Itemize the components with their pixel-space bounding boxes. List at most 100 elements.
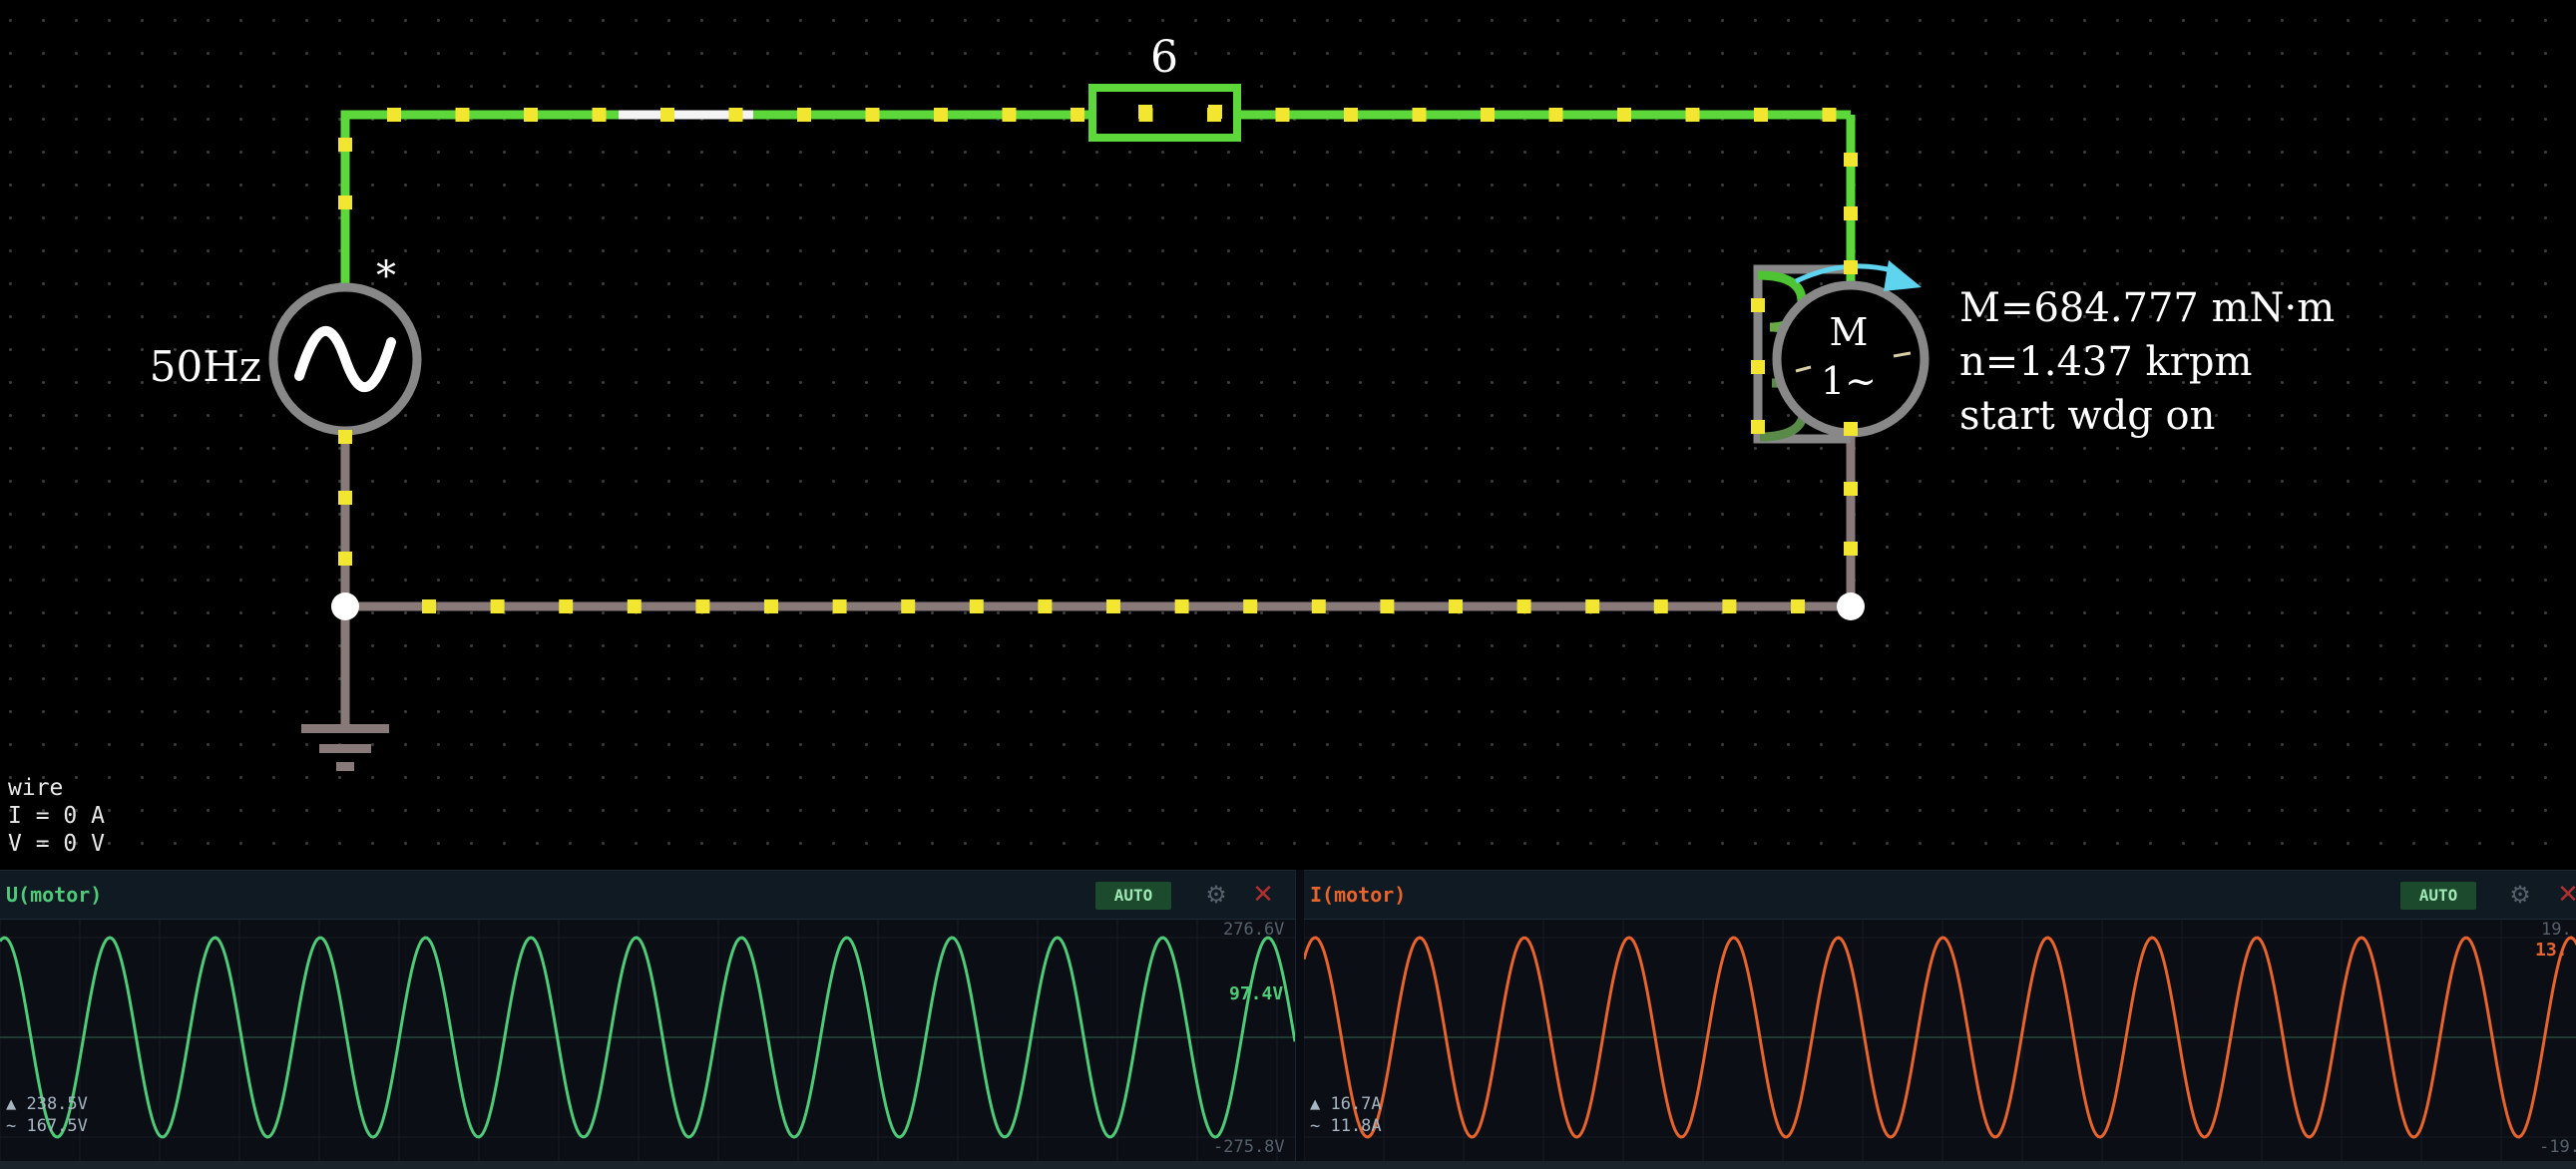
current-dot — [1617, 108, 1631, 122]
current-dot — [1481, 108, 1495, 122]
scope-min-label: -19. — [2539, 1137, 2576, 1157]
scope-voltage[interactable]: U(motor) AUTO ⚙ ✕ 276.6V 97.4V -275.8V ▲… — [0, 870, 1296, 1161]
current-dot — [1653, 599, 1668, 613]
motor-winding-status: start wdg on — [1959, 393, 2215, 439]
current-dot — [1751, 420, 1765, 434]
current-dot — [1844, 153, 1858, 167]
current-dot — [1380, 599, 1395, 613]
current-dot — [1754, 108, 1768, 122]
current-dot — [524, 108, 538, 122]
current-dot — [490, 599, 505, 613]
auto-scale-button[interactable]: AUTO — [1095, 882, 1171, 910]
scope-header: I(motor) AUTO ⚙ ✕ — [1304, 870, 2576, 920]
current-dot — [338, 552, 352, 566]
current-dot — [1311, 599, 1326, 613]
scope-title: U(motor) — [6, 883, 103, 907]
current-dot — [1844, 542, 1858, 556]
info-voltage: V = 0 V — [8, 831, 105, 857]
status-strip — [0, 1161, 2576, 1169]
current-dot — [660, 108, 674, 122]
current-dot — [1844, 422, 1858, 436]
scope-max-label: 276.6V — [1223, 920, 1285, 940]
current-dot — [1275, 108, 1290, 122]
gear-icon[interactable]: ⚙ — [2509, 881, 2531, 909]
current-dot — [1344, 108, 1358, 122]
close-icon[interactable]: ✕ — [1252, 880, 1274, 910]
scope-peak-stat: ▲ 238.5V — [6, 1094, 88, 1114]
ac-source-icon[interactable] — [268, 282, 422, 436]
current-dot — [1791, 599, 1805, 613]
trace-waveform — [1304, 936, 2576, 1139]
auto-scale-button[interactable]: AUTO — [2400, 882, 2476, 910]
circuit-diagram[interactable]: 6 50Hz * M 1~ M=684.777 mN·m — [0, 0, 2576, 868]
current-trace-plot[interactable] — [1304, 920, 2576, 1161]
current-dot — [1243, 599, 1258, 613]
scope-peak-stat: ▲ 16.7A — [1310, 1094, 1382, 1114]
current-dot — [338, 491, 352, 505]
current-dot — [865, 108, 880, 122]
current-dot — [1722, 599, 1737, 613]
scope-rms-stat: ~ 167.5V — [6, 1116, 88, 1136]
scope-panel: U(motor) AUTO ⚙ ✕ 276.6V 97.4V -275.8V ▲… — [0, 870, 2576, 1169]
current-dot — [969, 599, 984, 613]
motor-symbol-m: M — [1830, 310, 1869, 354]
current-dot — [1138, 105, 1152, 119]
current-dot — [764, 599, 778, 613]
scope-header: U(motor) AUTO ⚙ ✕ — [0, 870, 1295, 920]
info-current: I = 0 A — [8, 803, 105, 829]
current-dot — [1002, 108, 1017, 122]
current-dot — [1751, 360, 1765, 374]
motor-symbol-phase: 1~ — [1821, 359, 1877, 403]
current-dot — [1449, 599, 1463, 613]
current-dot — [627, 599, 642, 613]
motor-speed-readout: n=1.437 krpm — [1959, 339, 2252, 385]
current-dot — [1822, 108, 1837, 122]
trace-waveform — [0, 936, 1295, 1139]
resistor-label: 6 — [1150, 32, 1178, 83]
scope-current[interactable]: I(motor) AUTO ⚙ ✕ 19. 13. -19. ▲ 16.7A ~… — [1304, 870, 2576, 1161]
motor-icon[interactable] — [1753, 260, 1930, 444]
circuit-canvas[interactable]: 6 50Hz * M 1~ M=684.777 mN·m — [0, 0, 2576, 868]
scope-live-value: 97.4V — [1229, 983, 1284, 1004]
scope-rms-stat: ~ 11.8A — [1310, 1116, 1382, 1136]
source-polarity-marker: * — [376, 253, 396, 299]
voltage-trace-plot[interactable] — [0, 920, 1295, 1161]
current-dot — [1208, 105, 1222, 119]
current-dot — [797, 108, 811, 122]
ground-icon — [301, 724, 389, 771]
scope-live-value: 13. — [2535, 940, 2568, 961]
current-dot — [1751, 298, 1765, 312]
current-dot — [832, 599, 847, 613]
source-frequency-label: 50Hz — [150, 342, 261, 391]
scope-min-label: -275.8V — [1213, 1137, 1285, 1157]
motor-torque-readout: M=684.777 mN·m — [1959, 285, 2335, 331]
current-dot — [695, 599, 710, 613]
wire-top[interactable] — [340, 110, 1092, 287]
current-dot — [338, 138, 352, 152]
current-dot — [1548, 108, 1563, 122]
current-dot — [422, 599, 436, 613]
current-dot — [1038, 599, 1053, 613]
current-dot — [1844, 260, 1858, 274]
current-dot — [1844, 206, 1858, 220]
current-dot — [1844, 482, 1858, 496]
current-dot — [901, 599, 916, 613]
current-dot — [1174, 599, 1189, 613]
scope-title: I(motor) — [1310, 883, 1407, 907]
junction-icon[interactable] — [331, 592, 359, 620]
current-dot — [338, 430, 352, 444]
junction-icon[interactable] — [1837, 592, 1865, 620]
close-icon[interactable]: ✕ — [2557, 880, 2576, 910]
current-dot — [1106, 599, 1120, 613]
current-dot — [592, 108, 607, 122]
gear-icon[interactable]: ⚙ — [1205, 881, 1227, 909]
scope-max-label: 19. — [2541, 920, 2572, 940]
current-dot — [1071, 108, 1084, 122]
current-dot — [728, 108, 743, 122]
current-dot — [338, 195, 352, 209]
current-dot — [455, 108, 470, 122]
current-dot — [387, 108, 401, 122]
current-dot — [1412, 108, 1427, 122]
current-flow-dots — [338, 105, 1858, 613]
